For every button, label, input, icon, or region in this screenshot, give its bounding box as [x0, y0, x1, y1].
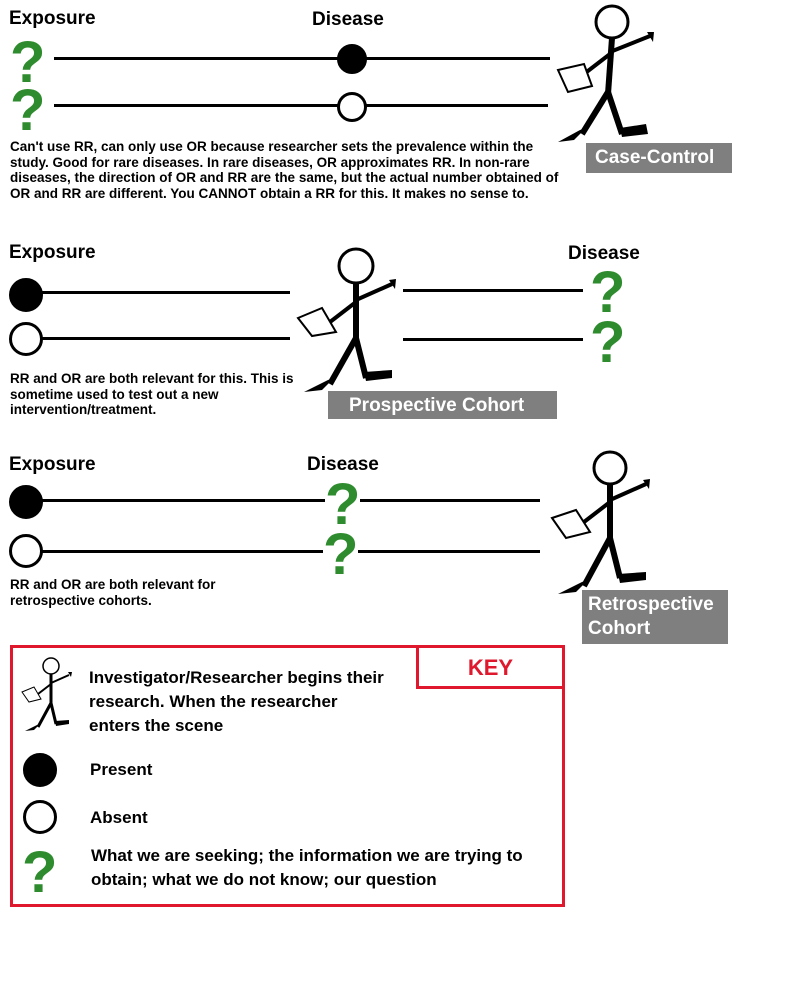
retrospective-question-mark-top: ? [325, 472, 361, 537]
case-control-note: Can't use RR, can only use OR because re… [10, 139, 559, 201]
prospective-exposure-label: Exposure [9, 242, 96, 263]
prospective-timeline-bottom-left [40, 337, 290, 340]
prospective-timeline-bottom-right [403, 338, 583, 341]
prospective-timeline-top-left [40, 291, 290, 294]
key-present-dot [23, 753, 57, 787]
key-researcher-icon [21, 657, 72, 731]
key-investigator-text: Investigator/Researcher begins their res… [89, 668, 384, 735]
case-control-disease-label: Disease [312, 9, 384, 30]
retrospective-researcher-figure [550, 450, 650, 594]
case-control-tag: Case-Control [586, 143, 732, 173]
retrospective-tag: Retrospective Cohort [582, 590, 728, 644]
key-present-text: Present [90, 760, 153, 779]
case-control-timeline-top [54, 57, 550, 60]
retrospective-exposure-present-dot [9, 485, 43, 519]
case-control-question-mark-unexposed: ? [10, 78, 46, 143]
case-control-disease-present-dot [337, 44, 367, 74]
key-title: KEY [416, 645, 565, 689]
key-question-text: What we are seeking; the information we … [91, 846, 523, 889]
case-control-exposure-label: Exposure [9, 8, 96, 29]
prospective-timeline-top-right [403, 289, 583, 292]
case-control-question-mark-exposed: ? [10, 30, 46, 95]
prospective-note: RR and OR are both relevant for this. Th… [10, 371, 294, 417]
key-absent-text: Absent [90, 808, 148, 827]
retrospective-tag-line1: Retrospective [588, 594, 714, 615]
prospective-question-mark-bottom: ? [590, 310, 626, 375]
case-control-disease-absent-dot [337, 92, 367, 122]
prospective-exposure-absent-dot [9, 322, 43, 356]
prospective-researcher-figure [296, 247, 396, 392]
retrospective-disease-label: Disease [307, 454, 379, 475]
key-absent-dot [23, 800, 57, 834]
prospective-disease-label: Disease [568, 243, 640, 264]
prospective-exposure-present-dot [9, 278, 43, 312]
key-question-mark-icon: ? [22, 840, 58, 905]
key-box [10, 645, 565, 907]
retrospective-timeline-top [40, 499, 540, 502]
retrospective-exposure-label: Exposure [9, 454, 96, 475]
retrospective-tag-line2: Cohort [588, 618, 651, 639]
case-control-researcher-figure [556, 4, 654, 142]
retrospective-question-mark-bottom: ? [323, 522, 359, 587]
retrospective-exposure-absent-dot [9, 534, 43, 568]
prospective-question-mark-top: ? [590, 260, 626, 325]
prospective-tag: Prospective Cohort [328, 391, 557, 419]
case-control-timeline-bottom [54, 104, 548, 107]
retrospective-note: RR and OR are both relevant for retrospe… [10, 577, 216, 608]
retrospective-timeline-bottom [40, 550, 540, 553]
